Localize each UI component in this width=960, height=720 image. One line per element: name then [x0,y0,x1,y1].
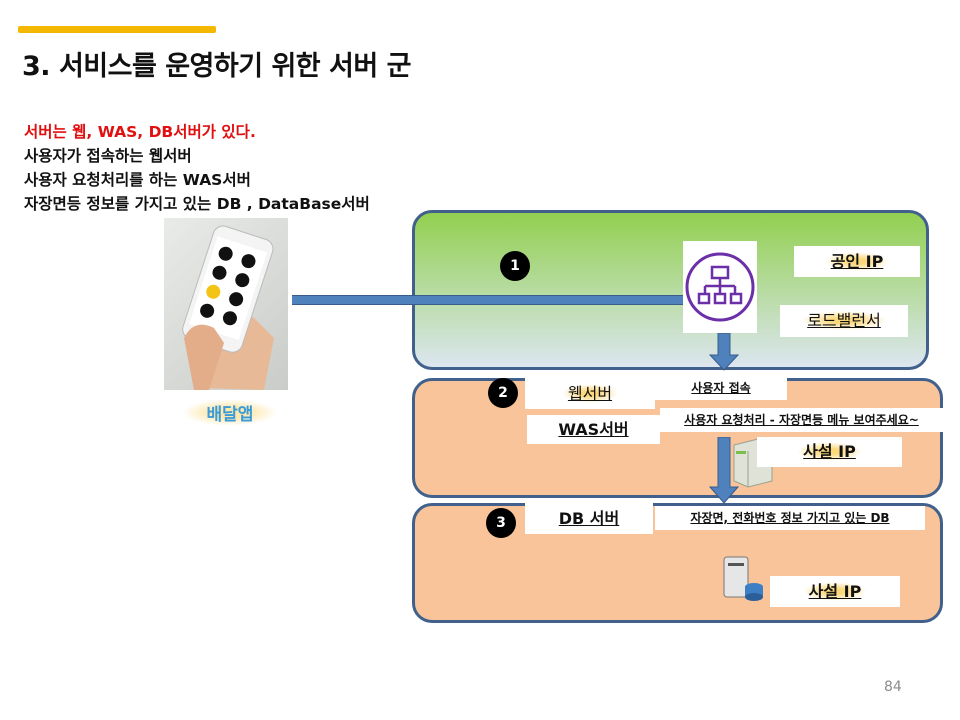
was-server-label: WAS서버 [527,415,660,444]
intro-line-4: 자장면등 정보를 가지고 있는 DB , DataBase서버 [24,195,370,213]
arrow-down-icon [708,437,740,504]
web-server-label: 웹서버 [525,378,655,409]
connection-line [292,295,686,305]
tier2-private-ip-text: 사설 IP [797,442,862,461]
web-server-text: 웹서버 [561,384,619,403]
app-label: 배달앱 [185,400,275,425]
load-balancer-icon [683,241,757,333]
phone-image [164,218,288,390]
intro-line-2: 사용자가 접속하는 웹서버 [24,147,192,165]
accent-bar [18,26,216,33]
tier3-private-ip-text: 사설 IP [802,582,868,601]
arrow-down-icon [708,333,740,371]
step-3-badge: 3 [486,508,516,538]
tier2-private-ip-label: 사설 IP [757,437,902,467]
tier1-zone [412,210,929,370]
db-desc-label: 자장면, 전화번호 정보 가지고 있는 DB [655,506,925,530]
database-server-icon [723,556,763,601]
public-ip-label: 공인 IP [794,246,920,277]
tier3-private-ip-label: 사설 IP [770,576,900,607]
load-balancer-label: 로드밸런서 [780,305,908,337]
intro-line-3: 사용자 요청처리를 하는 WAS서버 [24,171,251,189]
intro-line-1: 서버는 웹, WAS, DB서버가 있다. [24,123,256,141]
page-number: 84 [884,679,902,695]
slide-title: 3. 서비스를 운영하기 위한 서버 군 [22,51,411,82]
step-1-badge: 1 [500,251,530,281]
db-server-label: DB 서버 [525,503,653,534]
step-2-badge: 2 [488,378,518,408]
request-desc-label: 사용자 요청처리 - 자장면등 메뉴 보여주세요~ [660,408,943,432]
user-access-label: 사용자 접속 [655,377,787,400]
load-balancer-text: 로드밸런서 [801,311,887,330]
public-ip-text: 공인 IP [824,252,890,271]
